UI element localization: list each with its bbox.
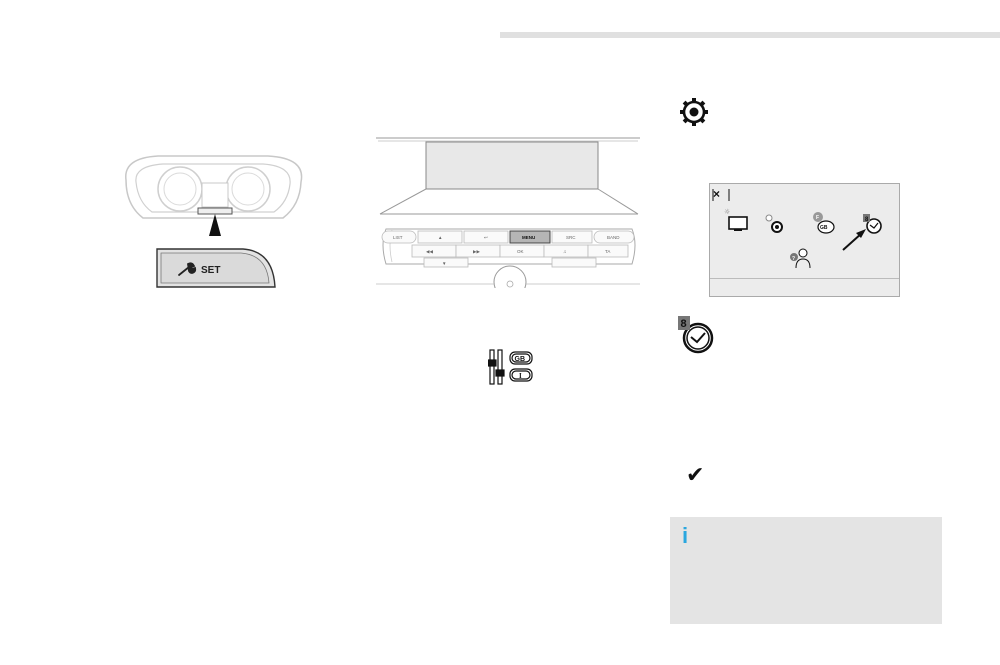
- language-bottom-badge: I: [519, 372, 522, 380]
- touchscreen-settings-menu: × ☼ GB F 8: [709, 183, 900, 297]
- set-button[interactable]: SET: [155, 247, 277, 291]
- menu-button[interactable]: [509, 230, 551, 244]
- volume-knob: [493, 265, 527, 288]
- language-settings-icon: GB I: [488, 349, 533, 385]
- language-top-badge: GB: [515, 356, 526, 363]
- music-button-label: ♫: [563, 249, 566, 254]
- checkmark-icon: ✔: [686, 463, 705, 488]
- profile-help-icon[interactable]: ?: [790, 248, 811, 269]
- svg-text:?: ?: [792, 256, 795, 262]
- svg-text:GB: GB: [820, 225, 828, 231]
- arrow-pointer: [842, 229, 866, 251]
- forward-button-label: ▶▶: [473, 249, 480, 254]
- gear-icon: [680, 98, 708, 126]
- down-button-label: ▼: [442, 261, 446, 266]
- clock-icon: 8: [678, 316, 714, 354]
- touchscreen-status-bar: [710, 278, 899, 279]
- up-button-label: ▲: [438, 235, 442, 240]
- band-button-label: BAND: [607, 235, 620, 240]
- ta-button-label: TA: [605, 249, 610, 254]
- language-icon[interactable]: GB F: [813, 212, 835, 234]
- header-rule: [500, 32, 1000, 38]
- svg-text:☼: ☼: [724, 208, 730, 216]
- pointer-arrow: [209, 214, 221, 236]
- set-label: SET: [201, 265, 220, 276]
- touchscreen-icons: ☼ GB F 8 ?: [712, 189, 882, 269]
- info-box: i: [670, 517, 942, 624]
- instrument-cluster-illustration: [125, 155, 303, 236]
- wrench-icon: [178, 262, 197, 276]
- menu-button-label: MENU: [522, 235, 535, 240]
- clock-badge: 8: [681, 318, 687, 330]
- src-button-label: SRC: [566, 235, 576, 240]
- ok-button-label: OK: [517, 249, 524, 254]
- info-icon: i: [682, 523, 689, 548]
- close-icon[interactable]: ×: [713, 187, 721, 201]
- radio-panel: LIST ▲ ↩ MENU SRC BAND ◀◀ ▶▶ OK ♫ TA ▼: [376, 137, 640, 288]
- svg-text:8: 8: [865, 217, 869, 223]
- display-icon[interactable]: ☼: [724, 208, 748, 231]
- svg-text:F: F: [816, 215, 819, 221]
- settings-icon[interactable]: [765, 214, 783, 233]
- clock-icon[interactable]: 8: [863, 214, 882, 234]
- back-button-label: ↩: [484, 235, 488, 240]
- list-button-label: LIST: [393, 235, 403, 240]
- rewind-button-label: ◀◀: [426, 249, 433, 254]
